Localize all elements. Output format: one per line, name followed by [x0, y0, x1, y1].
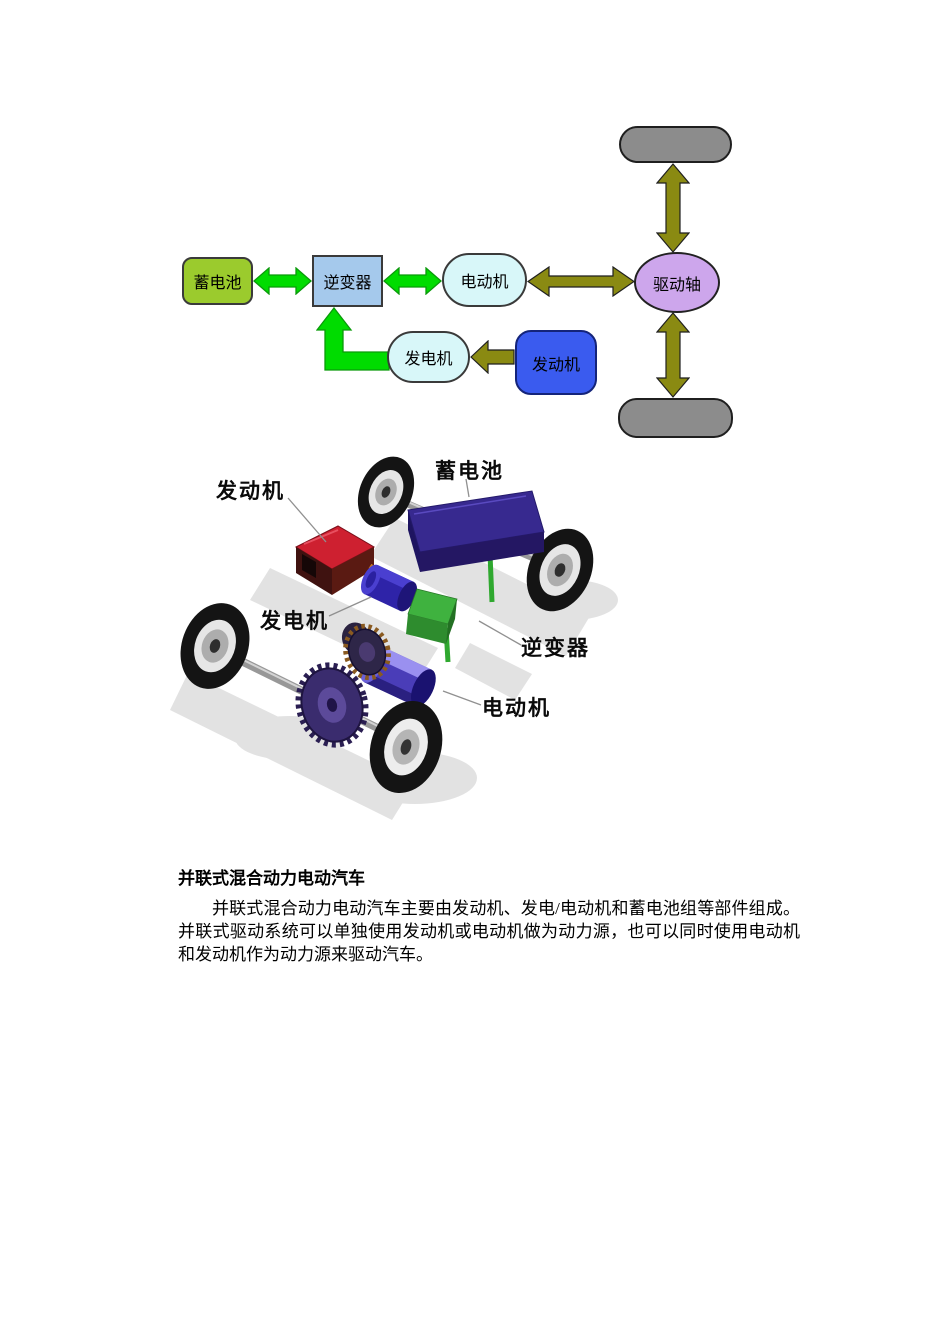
arrow-battery-inverter [253, 267, 312, 295]
node-drive-axle: 驱动轴 [634, 252, 720, 313]
doc-paragraph: 并联式混合动力电动汽车主要由发动机、发电/电动机和蓄电池组等部件组成。并联式驱动… [178, 899, 800, 964]
document-text-block: 并联式混合动力电动汽车 并联式混合动力电动汽车主要由发动机、发电/电动机和蓄电池… [178, 869, 800, 966]
label-pointer-lines [287, 478, 522, 706]
wheel-rear-left [180, 603, 250, 689]
wheel-front-left [357, 456, 415, 528]
illustration-label-inverter: 逆变器 [521, 637, 590, 660]
node-motor: 电动机 [442, 253, 527, 307]
node-battery: 蓄电池 [182, 257, 253, 305]
node-engine: 发动机 [515, 330, 597, 395]
illustration-label-generator: 发电机 [260, 610, 329, 633]
wheel-rear-right [369, 701, 443, 793]
illustration-label-engine: 发动机 [216, 480, 285, 503]
hybrid-block-diagram: 驱动轴 蓄电池 逆变器 电动机 发电机 发动机 [0, 0, 950, 446]
doc-heading: 并联式混合动力电动汽车 [178, 869, 365, 888]
node-inverter: 逆变器 [312, 255, 383, 307]
illustration-label-battery: 蓄电池 [435, 460, 504, 483]
arrow-engine-generator [470, 340, 515, 374]
gear-large [295, 662, 369, 748]
node-generator: 发电机 [387, 331, 470, 383]
engine-3d [294, 525, 389, 595]
battery-3d [407, 490, 545, 572]
gear-small-cluster [341, 622, 391, 681]
illustration-label-motor: 电动机 [482, 697, 551, 720]
arrow-axle-wheel-top [656, 163, 690, 253]
arrow-axle-wheel-bottom [656, 312, 690, 398]
wheel-top-shape [619, 126, 732, 163]
chassis-illustration: 发动机 蓄电池 发电机 逆变器 电动机 [170, 448, 630, 840]
arrow-generator-inverter [316, 307, 390, 371]
inverter-3d [406, 588, 458, 644]
wheel-bottom-shape [618, 398, 733, 438]
arrow-inverter-motor [383, 267, 442, 295]
chassis-drawing [170, 456, 618, 820]
arrow-motor-axle [527, 266, 635, 297]
